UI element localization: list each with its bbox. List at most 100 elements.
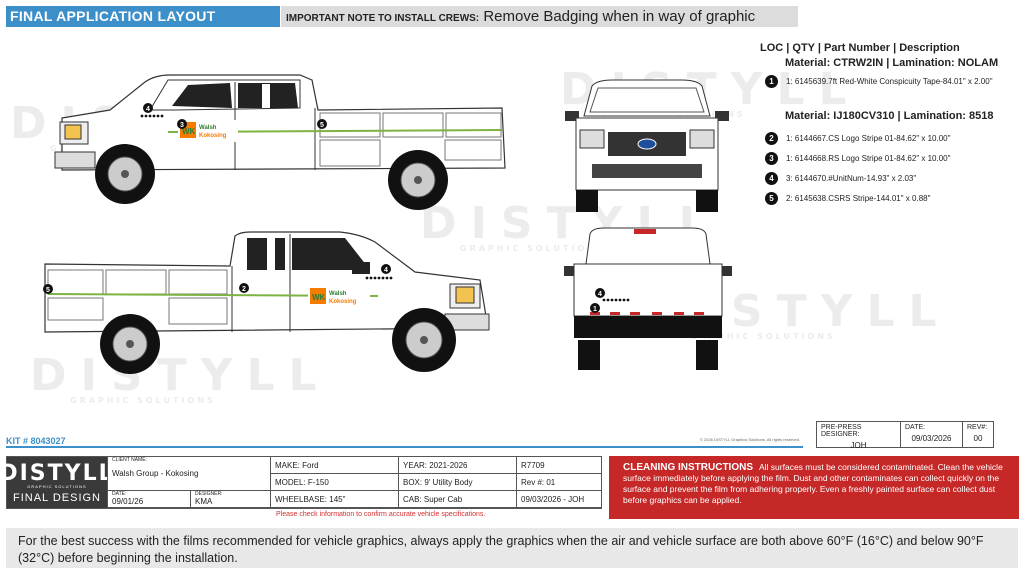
info-grid: CLIENT NAME: Walsh Group - Kokosing MAKE… [107,457,602,508]
callout-number: 3 [180,122,184,129]
legend-item-text: 1: 6144668.RS Logo Stripe 01-84.62" x 10… [786,154,951,163]
prepress-designer: JOH [850,441,867,450]
callout-5: 5 [43,284,53,294]
watermark-tagline: GRAPHIC SOLUTIONS [690,332,836,341]
client-name: Walsh Group - Kokosing [112,469,199,478]
client-cell: CLIENT NAME: Walsh Group - Kokosing [107,457,270,491]
rear-wheel [388,150,448,210]
install-note-text: Remove Badging when in way of graphic [483,8,756,25]
front-wheel [392,308,456,372]
box-cell: BOX: 9' Utility Body [398,474,516,491]
company-logo: WK Walsh Kokosing [178,120,238,142]
curb-side-view: WK Walsh Kokosing 5 2 4 [43,231,490,374]
kit-number: KIT # 8043027 [6,436,66,446]
legend-item: 4 3: 6144670.#UnitNum-14.93" x 2.03" [765,172,1020,185]
rear-wheel [100,314,160,374]
layout-title: FINAL APPLICATION LAYOUT [6,6,280,27]
prepress-date-cell: DATE:09/03/2026 [901,422,963,447]
legend-item-text: 1: 6144667.CS Logo Stripe 01-84.62" x 10… [786,134,951,143]
copyright: © 2026 DISTYLL Graphics Solutions. All r… [700,437,800,442]
legend-heading: LOC | QTY | Part Number | Description [760,42,960,54]
legend-item: 1 1: 6145639.7ft Red-White Conspicuity Ta… [765,75,1020,88]
rev-cell: Rev #: 01 [516,474,602,491]
unit-number-dots [602,298,630,302]
callout-number: 5 [765,192,778,205]
year-cell: YEAR: 2021-2026 [398,457,516,474]
company-logo: WK Walsh Kokosing [308,286,370,308]
logo-mark: WK [182,127,196,136]
brand-logo: DISTYLL [0,461,115,486]
parts-legend: LOC | QTY | Part Number | Description Ma… [760,42,1020,205]
callout-number: 4 [384,267,388,274]
truck-front [565,79,729,212]
callout-number: 4 [598,291,602,298]
legend-item: 5 2: 6145638.CSRS Stripe-144.01" x 0.88" [765,192,1020,205]
prepress-rev: 00 [973,434,983,443]
prepress-rev-cell: REV#: 00 [963,422,993,447]
callout-number: 5 [320,122,324,129]
callout-number: 3 [765,152,778,165]
material-1: Material: CTRW2IN | Lamination: NOLAM [785,57,999,69]
brand-title: FINAL DESIGN [13,492,101,504]
temperature-note: For the best success with the films reco… [6,528,1018,568]
legend-item-text: 1: 6145639.7ft Red-White Conspicuity Tap… [786,77,993,86]
callout-5: 5 [317,119,327,129]
material-2: Material: IJ180CV310 | Lamination: 8518 [785,110,994,122]
callout-number: 1 [593,306,597,313]
truck-body [54,74,506,171]
truck-rear [564,227,732,370]
logo-mark: WK [312,293,326,302]
vehicle-info-box: DISTYLL GRAPHIC SOLUTIONS FINAL DESIGN C… [0,456,602,509]
date-label: DATE: [112,491,127,497]
designer-cell: DESIGNER:KMA [190,491,270,508]
front-view [565,79,729,212]
brand-block: DISTYLL GRAPHIC SOLUTIONS FINAL DESIGN [0,457,113,508]
callout-number: 4 [146,106,150,113]
callout-number: 5 [46,287,50,294]
kit-divider [6,446,803,448]
watermark-word: DISTYLL [30,350,331,401]
unit-number-dots [365,276,393,280]
rear-view: 4 1 [564,227,732,370]
conspicuity-tape [590,312,704,315]
date-value: 09/01/26 [112,497,144,506]
prepress-designer-cell: PRE-PRESS DESIGNER: JOH [817,422,901,450]
designer-label: DESIGNER: [195,491,223,497]
revdate-cell: 09/03/2026 - JOH [516,491,602,508]
watermark-tagline: GRAPHIC SOLUTIONS [460,244,606,253]
callout-3: 3 [177,119,187,129]
callout-number: 1 [765,75,778,88]
logo-line1: Walsh [329,291,347,297]
prepress-designer-label: PRE-PRESS DESIGNER: [821,424,862,438]
legend-item: 3 1: 6144668.RS Logo Stripe 01-84.62" x 1… [765,152,1020,165]
prepress-box: PRE-PRESS DESIGNER: JOH DATE:09/03/2026 R… [816,421,994,450]
cab-cell: CAB: Super Cab [398,491,516,508]
driver-side-view: WK Walsh Kokosing 4 3 5 [54,74,506,210]
legend-item: 2 1: 6144667.CS Logo Stripe 01-84.62" x 1… [765,132,1020,145]
job-cell: R7709 [516,457,602,474]
designer-value: KMA [195,497,213,506]
truck-body [44,231,490,333]
prepress-date: 09/03/2026 [911,434,952,443]
callout-2: 2 [239,283,249,293]
front-wheel [95,144,155,204]
install-note: IMPORTANT NOTE TO INSTALL CREWS: Remove … [281,6,798,27]
callout-number: 2 [242,286,246,293]
brand-tagline: GRAPHIC SOLUTIONS [27,484,87,489]
legend-item-text: 3: 6144670.#UnitNum-14.93" x 2.03" [786,174,917,183]
legend-item-text: 2: 6145638.CSRS Stripe-144.01" x 0.88" [786,194,931,203]
logo-line2: Kokosing [199,133,227,139]
client-label: CLIENT NAME: [112,457,147,463]
callout-number: 4 [765,172,778,185]
unit-number-dots [140,114,164,118]
callout-4: 4 [595,288,605,298]
prepress-rev-label: REV#: [967,424,988,431]
wheelbase-cell: WHEELBASE: 145" [270,491,398,508]
callout-1: 1 [590,303,600,313]
logo-line2: Kokosing [329,299,357,305]
cleaning-text: All surfaces must be considered contamin… [623,462,1003,505]
callout-number: 2 [765,132,778,145]
callout-4: 4 [143,103,153,113]
